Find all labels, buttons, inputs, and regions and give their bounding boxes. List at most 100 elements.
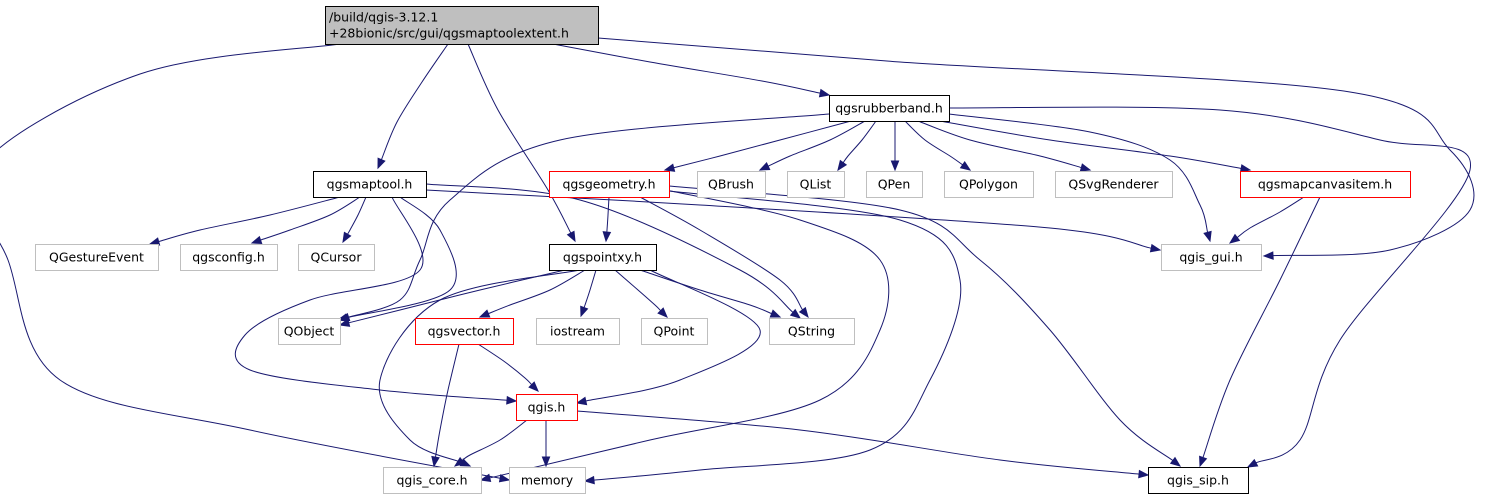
edge-arrowhead <box>377 157 386 170</box>
node-label: +28bionic/src/gui/qgsmaptoolextent.h <box>329 26 569 41</box>
node-QPolygon: QPolygon <box>944 171 1034 198</box>
node-qgsconfig: qgsconfig.h <box>180 244 278 271</box>
edge-arrowhead <box>541 456 551 468</box>
node-qgsrubberband[interactable]: qgsrubberband.h <box>829 95 950 122</box>
edge-line <box>477 343 532 385</box>
edge-qgsvector-to-qgis_core <box>431 343 460 468</box>
edge-line <box>158 196 341 243</box>
edge-qgis-to-memory <box>541 420 551 468</box>
edge-qgspointxy-to-qgis_core <box>378 269 581 467</box>
edge-line <box>1236 196 1305 238</box>
node-QString: QString <box>769 318 855 345</box>
edge-arrowhead <box>478 309 491 318</box>
node-label: QCursor <box>311 250 363 265</box>
node-QList: QList <box>787 171 845 198</box>
node-qgsmapcanvasitem[interactable]: qgsmapcanvasitem.h <box>1240 171 1411 198</box>
edge-line <box>347 196 367 235</box>
edge-qgspointxy-to-iostream <box>580 269 597 318</box>
node-label: qgsvector.h <box>428 324 501 339</box>
node-root[interactable]: /build/qgis-3.12.1+28bionic/src/gui/qgsm… <box>325 6 599 45</box>
edge-line <box>1202 196 1321 458</box>
edge-qgsrubberband-to-QObject <box>338 113 830 322</box>
edge-line <box>552 43 821 94</box>
edge-arrowhead <box>1203 230 1212 243</box>
edge-arrowhead <box>657 307 668 318</box>
node-label: QPoint <box>654 324 695 339</box>
node-qgsmaptool[interactable]: qgsmaptool.h <box>313 171 427 198</box>
node-box <box>769 318 855 345</box>
edge-line <box>488 269 586 315</box>
edge-line <box>467 43 572 234</box>
node-qgis[interactable]: qgis.h <box>516 394 578 421</box>
edge-line <box>614 269 661 311</box>
edge-line <box>489 189 890 479</box>
edge-line <box>576 410 1140 475</box>
node-qgis_sip[interactable]: qgis_sip.h <box>1148 467 1249 494</box>
edge-line <box>842 120 877 163</box>
node-qgspointxy[interactable]: qgspointxy.h <box>549 244 657 271</box>
node-label: QPen <box>878 177 911 192</box>
node-box <box>325 6 599 45</box>
node-qgis_gui: qgis_gui.h <box>1161 244 1262 271</box>
edge-qgspointxy-to-QString <box>639 269 782 318</box>
node-box <box>1161 244 1262 271</box>
edge-qgsrubberband-to-QPen <box>890 121 900 172</box>
edge-arrowhead <box>479 473 492 483</box>
node-label: qgis.h <box>528 400 566 415</box>
edge-line <box>639 196 803 311</box>
edge-line <box>425 189 1152 249</box>
node-qgsgeometry[interactable]: qgsgeometry.h <box>549 171 670 198</box>
node-box <box>1148 467 1249 494</box>
edge-arrowhead <box>818 88 831 98</box>
edge-line <box>348 269 566 324</box>
node-box <box>536 318 620 345</box>
edge-arrowhead <box>566 230 576 243</box>
edge-root-to-qgsrubberband <box>552 43 831 98</box>
node-box <box>1240 171 1411 198</box>
edge-qgsrubberband-to-QBrush <box>758 120 866 171</box>
edge-arrowhead <box>1228 233 1241 244</box>
node-qgis_core: qgis_core.h <box>383 467 482 494</box>
edge-line <box>767 120 866 167</box>
edge-line <box>593 190 962 481</box>
edge-arrowhead <box>342 231 352 244</box>
edge-root-to-qgsmaptool <box>377 43 449 170</box>
edge-line <box>597 37 1475 257</box>
node-label: iostream <box>550 324 605 339</box>
node-label: /build/qgis-3.12.1 <box>329 10 438 25</box>
edge-root-to-memory <box>0 43 511 483</box>
node-layer: /build/qgis-3.12.1+28bionic/src/gui/qgsm… <box>35 6 1411 494</box>
node-qgsvector[interactable]: qgsvector.h <box>415 318 514 345</box>
node-box <box>829 95 950 122</box>
node-label: qgis_sip.h <box>1167 473 1229 488</box>
edge-qgsgeometry-to-qgis_sip <box>668 185 1182 467</box>
edge-arrowhead <box>758 162 771 171</box>
edge-qgsmapcanvasitem-to-qgis_gui <box>1228 196 1305 244</box>
edge-root-to-qgspointxy <box>467 43 576 243</box>
edge-qgsgeometry-to-qgis_core <box>479 189 890 483</box>
edge-line <box>583 269 597 308</box>
edge-line <box>948 113 1209 233</box>
edge-arrowhead <box>148 237 161 246</box>
edge-line <box>234 196 508 401</box>
edge-qgsrubberband-to-qgis_gui <box>948 113 1212 243</box>
edge-line <box>585 269 761 402</box>
edge-arrowhead <box>1169 456 1182 467</box>
node-box <box>944 171 1034 198</box>
edge-line <box>434 343 460 458</box>
edge-line <box>939 120 1242 169</box>
edge-arrowhead <box>789 308 802 319</box>
edge-qgsmaptool-to-QCursor <box>342 196 367 244</box>
edge-qgis-to-qgis_core <box>453 419 528 467</box>
edge-arrowhead <box>663 163 676 172</box>
node-label: qgsmapcanvasitem.h <box>1258 177 1392 192</box>
node-QObject: QObject <box>278 318 341 345</box>
edge-arrowhead <box>583 475 595 485</box>
edge-line <box>0 43 501 479</box>
node-QBrush: QBrush <box>697 171 766 198</box>
node-QSvgRenderer: QSvgRenderer <box>1055 171 1173 198</box>
node-label: qgspointxy.h <box>563 250 642 265</box>
edge-arrowhead <box>250 235 263 245</box>
node-label: QGestureEvent <box>49 250 144 265</box>
edge-qgsrubberband-to-qgsgeometry <box>663 120 852 172</box>
